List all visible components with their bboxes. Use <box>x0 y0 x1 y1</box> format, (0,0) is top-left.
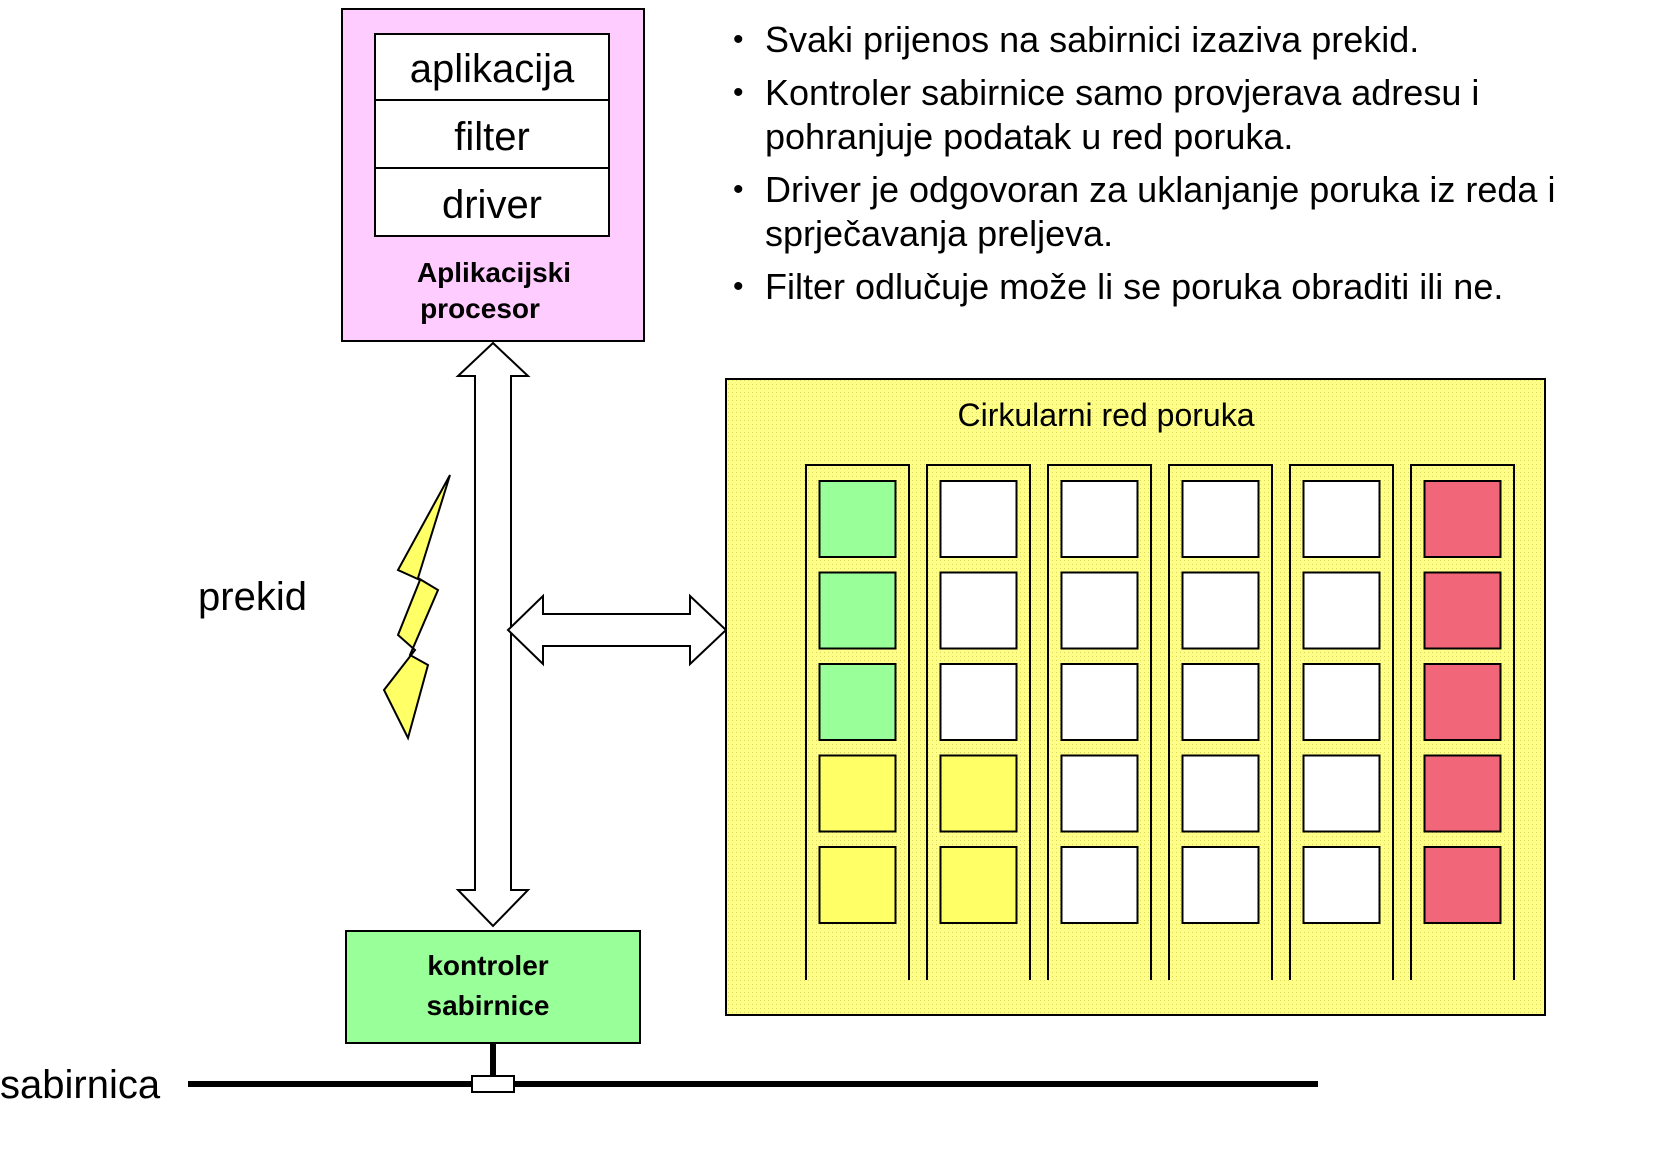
queue-cell <box>1181 571 1260 650</box>
queue-cell <box>939 754 1018 833</box>
bullet-text: Driver je odgovoran za uklanjanje poruka… <box>765 169 1556 254</box>
processor-title-line1: Aplikacijski <box>417 257 571 288</box>
queue-column-rail <box>1289 464 1394 980</box>
queue-cell <box>1060 571 1139 650</box>
processor-title-line2: procesor <box>420 293 540 324</box>
horizontal-double-arrow <box>506 593 728 667</box>
queue-cell <box>1060 754 1139 833</box>
bullet-dot: • <box>733 270 744 303</box>
controller-label-line2: sabirnice <box>427 990 550 1021</box>
queue-cell <box>1060 480 1139 558</box>
queue-cell <box>1302 480 1381 558</box>
controller-box <box>345 930 641 1044</box>
queue-cell <box>818 846 897 924</box>
bullet-item: • Filter odlučuje može li se poruka obrad… <box>725 265 1655 309</box>
queue-cell <box>1423 754 1502 833</box>
queue-cell <box>1302 571 1381 650</box>
bullet-text: Kontroler sabirnice samo provjerava adre… <box>765 72 1480 157</box>
circular-message-queue: Cirkularni red poruka <box>725 378 1546 1016</box>
queue-column-rail <box>1047 464 1152 980</box>
queue-cell <box>1302 754 1381 833</box>
layer-box-driver <box>374 167 610 237</box>
queue-cell <box>818 480 897 558</box>
lightning-icon <box>382 474 451 741</box>
bullet-text: Svaki prijenos na sabirnici izaziva prek… <box>765 19 1420 60</box>
queue-cell <box>818 663 897 741</box>
vertical-double-arrow <box>455 341 531 928</box>
layer-label-aplikacija: aplikacija <box>410 47 575 91</box>
bus-label: sabirnica <box>0 1063 161 1107</box>
layer-box-filter <box>374 99 610 169</box>
queue-cell <box>1423 480 1502 558</box>
queue-cell <box>939 571 1018 650</box>
queue-cell <box>939 846 1018 924</box>
bullet-text: Filter odlučuje može li se poruka obradi… <box>765 266 1504 307</box>
queue-cell <box>939 480 1018 558</box>
queue-title: Cirkularni red poruka <box>957 397 1254 433</box>
queue-cell <box>818 571 897 650</box>
queue-cell <box>1181 846 1260 924</box>
layer-label-filter: filter <box>454 115 530 159</box>
bus-connector <box>471 1075 515 1093</box>
bullet-dot: • <box>733 76 744 109</box>
queue-cell <box>1060 663 1139 741</box>
queue-cell <box>1423 571 1502 650</box>
queue-cell <box>1060 846 1139 924</box>
interrupt-label: prekid <box>198 575 307 619</box>
queue-cell <box>1181 480 1260 558</box>
queue-cell <box>1302 663 1381 741</box>
queue-cell <box>1181 754 1260 833</box>
queue-cell <box>1423 846 1502 924</box>
bullet-list: • Svaki prijenos na sabirnici izaziva pre… <box>725 18 1655 318</box>
controller-label-line1: kontroler <box>427 950 548 981</box>
queue-cell <box>1423 663 1502 741</box>
queue-cell <box>939 663 1018 741</box>
bullet-dot: • <box>733 173 744 206</box>
queue-cells <box>805 464 1515 980</box>
queue-column-rail <box>926 464 1031 980</box>
layer-label-driver: driver <box>442 183 542 227</box>
queue-cell <box>818 754 897 833</box>
application-processor: aplikacija filter driver Aplikacijski pr… <box>341 8 645 342</box>
layer-box-aplikacija <box>374 33 610 101</box>
bullet-item: • Svaki prijenos na sabirnici izaziva pre… <box>725 18 1655 62</box>
bullet-item: • Driver je odgovoran za uklanjanje poruk… <box>725 168 1655 256</box>
bullet-item: • Kontroler sabirnice samo provjerava adr… <box>725 71 1655 159</box>
bullet-dot: • <box>733 23 744 56</box>
queue-column-rail <box>1410 464 1515 980</box>
queue-cell <box>1302 846 1381 924</box>
bus-controller: kontroler sabirnice <box>345 930 641 1044</box>
queue-cell <box>1181 663 1260 741</box>
queue-column-rail <box>805 464 910 980</box>
queue-column-rail <box>1168 464 1273 980</box>
